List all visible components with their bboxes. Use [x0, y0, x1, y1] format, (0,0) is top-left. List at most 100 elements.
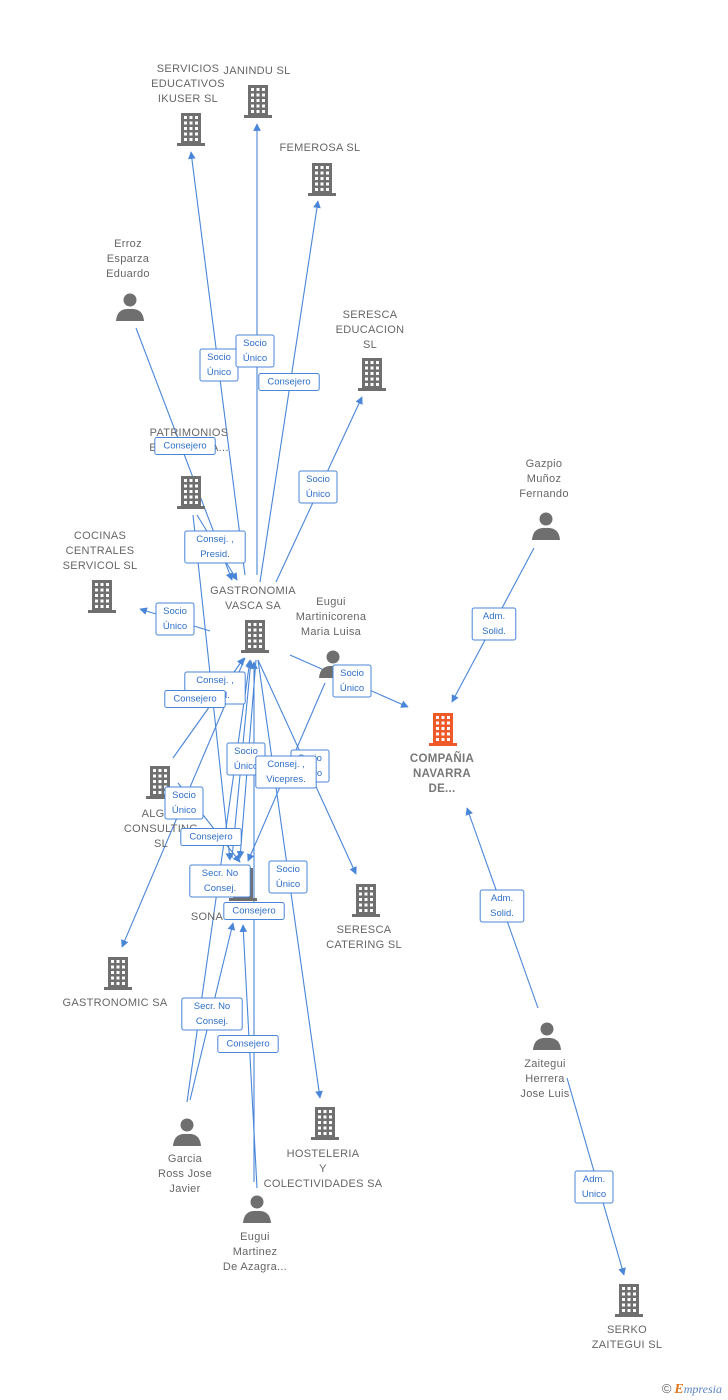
node-label: EDUCATIVOS: [151, 78, 225, 90]
compania-node[interactable]: COMPAÑIANAVARRADE...: [410, 713, 474, 795]
building-icon: [88, 580, 116, 613]
edge-label-box: [155, 602, 195, 636]
empresia-watermark[interactable]: © Empresia: [662, 1381, 722, 1398]
edge-label-text: Único: [276, 879, 300, 890]
node-label: Maria Luisa: [301, 626, 362, 638]
person-icon: [173, 1118, 201, 1146]
edge-label-15[interactable]: Consej. ,Vicepres.: [255, 755, 317, 789]
edge-label-text: Consejero: [163, 441, 206, 452]
node-label: PATRIMONIOS: [150, 427, 229, 439]
edge-label-text: Consej. ,: [196, 534, 234, 545]
building-icon: [177, 476, 205, 509]
edge-label-text: Socio: [163, 606, 187, 617]
building-icon: [241, 620, 269, 653]
node-label: SERESCA: [343, 309, 398, 321]
edge-label-text: Adm.: [491, 893, 513, 904]
edge-label-12[interactable]: Consejero: [164, 690, 226, 708]
node-label: Gazpio: [526, 458, 563, 470]
edge-gastro_vasca-to-femerosa: [259, 200, 321, 583]
edge-label-9[interactable]: Adm.Solid.: [479, 889, 525, 923]
edge-label-5[interactable]: Consej. , Presid.: [184, 530, 246, 564]
edge-label-box: [164, 786, 204, 820]
janindu-node[interactable]: JANINDU SL: [223, 65, 290, 118]
node-label: NAVARRA: [413, 768, 471, 780]
edge-label-box: [154, 437, 216, 455]
node-label: Eduardo: [106, 268, 150, 280]
gastronomic-node[interactable]: GASTRONOMIC SA: [62, 957, 168, 1009]
building-icon: [244, 85, 272, 118]
person-icon: [116, 293, 144, 321]
edge-label-8[interactable]: Adm.Solid.: [471, 607, 517, 641]
node-label: SL: [154, 838, 168, 850]
node-label: Martinicorena: [296, 611, 367, 623]
node-label: Erroz: [114, 238, 142, 250]
edge-label-box: [181, 997, 243, 1031]
node-label: CONSULTING: [124, 823, 198, 835]
node-label: Zaitegui: [524, 1058, 566, 1070]
edge-label-20[interactable]: Consejero: [223, 902, 285, 920]
node-label: De Azagra...: [223, 1261, 287, 1273]
edge-label-2[interactable]: Consejero: [258, 373, 320, 391]
building-icon: [352, 884, 380, 917]
edge-label-text: Presid.: [200, 549, 230, 560]
brand-initial: E: [674, 1382, 684, 1397]
edge-label-box: [189, 864, 251, 898]
building-icon: [308, 163, 336, 196]
edge-label-box: [184, 530, 246, 564]
edge-label-box: [217, 1035, 279, 1053]
edge-label-3[interactable]: Consejero: [154, 437, 216, 455]
node-label: Herrera: [525, 1073, 565, 1085]
edge-label-text: Consejero: [189, 832, 232, 843]
building-icon: [358, 358, 386, 391]
edge-label-22[interactable]: Consejero: [217, 1035, 279, 1053]
node-label: Ross Jose: [158, 1168, 212, 1180]
edge-label-text: Socio: [207, 352, 231, 363]
node-label: CATERING SL: [326, 939, 402, 951]
node-label: Garcia: [168, 1153, 203, 1165]
edge-label-text: Consejero: [173, 694, 216, 705]
edge-label-text: Socio: [234, 746, 258, 757]
edge-label-box: [574, 1170, 614, 1204]
node-label: Eugui: [240, 1231, 270, 1243]
node-label: JANINDU SL: [223, 65, 290, 77]
node-label: COMPAÑIA: [410, 752, 474, 765]
edge-label-text: Consejero: [226, 1039, 269, 1050]
node-label: Martinez: [233, 1246, 278, 1258]
node-label: COLECTIVIDADES SA: [264, 1178, 383, 1190]
node-label: Javier: [169, 1183, 200, 1195]
node-label: GASTRONOMIA: [210, 585, 296, 597]
edge-label-text: Único: [172, 805, 196, 816]
edge-label-17[interactable]: Consejero: [180, 828, 242, 846]
femerosa-node[interactable]: FEMEROSA SL: [280, 142, 361, 196]
edge-label-box: [164, 690, 226, 708]
edge-label-text: Unico: [582, 1189, 606, 1200]
edge-label-text: Consej.: [196, 1016, 228, 1027]
edge-label-10[interactable]: Adm.Unico: [574, 1170, 614, 1204]
brand-name: mpresia: [683, 1382, 722, 1396]
building-icon: [311, 1107, 339, 1140]
node-label: SERVICIOS: [157, 63, 219, 75]
edge-label-text: Vicepres.: [266, 774, 305, 785]
